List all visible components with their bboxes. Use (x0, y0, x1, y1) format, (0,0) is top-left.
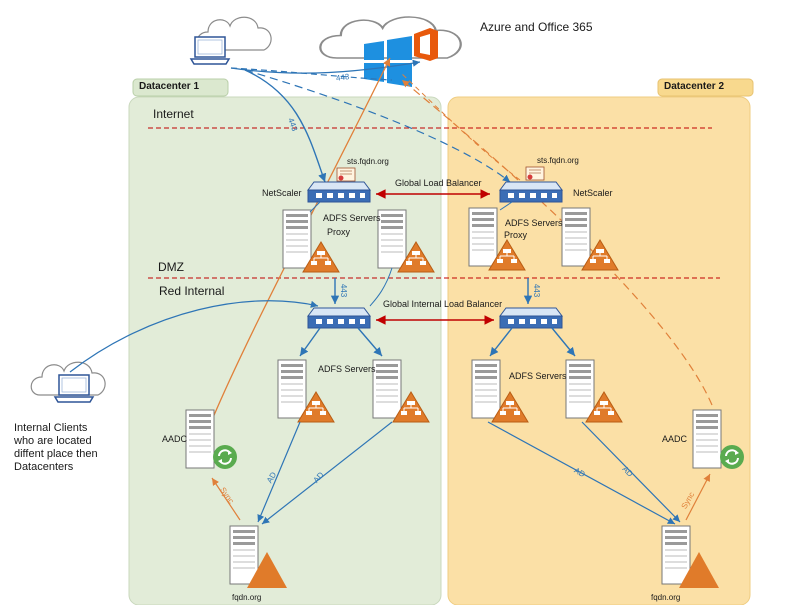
dc1-sync-icon (212, 444, 238, 470)
global-internal-load-balancer-label: Global Internal Load Balancer (383, 299, 503, 309)
dmz-zone-label: DMZ (158, 260, 184, 274)
cloud-title: Azure and Office 365 (480, 20, 593, 34)
dc1-proxy-server-2 (377, 209, 407, 269)
internal-client-laptop-icon (54, 374, 94, 403)
office-logo-icon (414, 28, 438, 61)
datacenter-2-zone (447, 96, 751, 605)
global-load-balancer-label: Global Load Balancer (395, 178, 482, 188)
windows-logo-icon (364, 36, 412, 87)
dc1-proxy-server-1 (282, 209, 312, 269)
dc2-sts-label: sts.fqdn.org (537, 156, 579, 165)
dc1-adfs1-to-dc (257, 421, 301, 523)
datacenter-1-label: Datacenter 1 (139, 81, 200, 92)
dc2-adfs2-to-dc (581, 421, 681, 523)
internal-clients-line-4: Datacenters (14, 461, 74, 473)
dc2-certificate-icon (525, 166, 545, 181)
dc2-internal-lb-icon (499, 307, 563, 329)
dc1-domain-controller (229, 525, 259, 585)
dc2-lb-to-adfs-1 (489, 327, 513, 357)
dc2-adfs-servers-label: ADFS Servers (509, 371, 567, 381)
client-to-azure-line (230, 59, 421, 74)
dc2-netscaler-icon (499, 181, 563, 203)
internal-client-to-lb (69, 300, 319, 373)
datacenter-1-zone (128, 96, 442, 605)
dc1-adfs2-to-dc (261, 421, 393, 525)
dc2-dc-warning-icon (679, 552, 719, 588)
dc2-adfs1-to-dc (487, 421, 676, 525)
dc1-internal-lb-icon (307, 307, 371, 329)
dc1-lb-to-adfs-1 (299, 327, 321, 357)
datacenter-2-label: Datacenter 2 (664, 81, 725, 92)
dc1-aadc-label: AADC (162, 434, 188, 444)
client-to-dc1-netscaler (244, 69, 327, 183)
dc1-aadc-server (185, 409, 215, 469)
dc2-adfs-server-2 (565, 359, 595, 419)
dc1-adfs-proxy-sub: Proxy (327, 227, 351, 237)
dc1-adfs-servers-label: ADFS Servers (318, 364, 376, 374)
internal-clients-line-3: diffent place then (14, 448, 98, 460)
dc2-fqdn-label: fqdn.org (651, 593, 681, 602)
dc1-netscaler-label: NetScaler (262, 188, 302, 198)
dc2-proxy-server-2 (561, 207, 591, 267)
dc2-adfs-server-1 (471, 359, 501, 419)
dc2-domain-controller (661, 525, 691, 585)
dc2-netscaler-label: NetScaler (573, 188, 613, 198)
dc1-ns-to-proxy (309, 201, 321, 213)
internet-zone-label: Internet (153, 107, 194, 121)
dc2-adfs-proxy-sub: Proxy (504, 230, 528, 240)
dc1-netscaler-icon (307, 181, 371, 203)
dc2-lb-to-adfs-2 (551, 327, 576, 357)
client-to-azure-dashed (230, 67, 393, 81)
dc2-sync-icon (719, 444, 745, 470)
dc2-aadc-server (692, 409, 722, 469)
datacenter-1-tab (132, 78, 229, 97)
client-to-dc2-netscaler (244, 69, 511, 183)
port-443-dc1: 443 (339, 283, 349, 298)
dc2-aadc-label: AADC (662, 434, 688, 444)
dc2-dc-to-aadc-sync (685, 473, 711, 521)
internal-clients-line-2: who are located (14, 435, 92, 447)
dc1-sts-label: sts.fqdn.org (347, 157, 389, 166)
dc2-adfs-proxy-label: ADFS Servers (505, 218, 563, 228)
dc1-proxy2-to-internal-lb (369, 267, 393, 307)
datacenter-2-tab (657, 78, 754, 97)
port-443-top: 443 (335, 72, 350, 83)
dc1-dc-warning-icon (247, 552, 287, 588)
internet-client-laptop-icon (190, 36, 230, 65)
dc2-ns-to-proxy (499, 201, 513, 211)
internal-clients-line-1: Internal Clients (14, 422, 88, 434)
dc1-adfs-server-2 (372, 359, 402, 419)
dc1-fqdn-label: fqdn.org (232, 593, 262, 602)
port-443-dc2: 443 (532, 283, 542, 298)
red-internal-zone-label: Red Internal (159, 284, 225, 298)
dc1-dc-to-aadc-sync (211, 477, 241, 521)
dc1-lb-to-adfs-2 (357, 327, 383, 357)
dc1-adfs-server-1 (277, 359, 307, 419)
internal-clients-caption: Internal Clients who are located diffent… (14, 422, 98, 474)
dc1-adfs-proxy-label: ADFS Servers (323, 213, 381, 223)
dc1-certificate-icon (336, 167, 356, 182)
dc2-proxy-server-1 (468, 207, 498, 267)
